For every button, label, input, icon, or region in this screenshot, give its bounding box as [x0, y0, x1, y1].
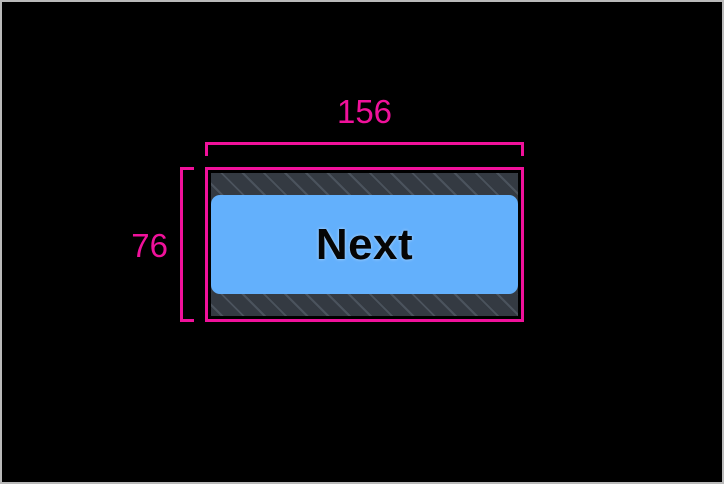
next-button[interactable]: Next — [211, 195, 518, 294]
padding-hatch-bottom — [211, 294, 518, 316]
height-dimension-bracket — [180, 167, 194, 322]
element-inner-stack: Next — [211, 173, 518, 316]
button-row: Next — [211, 195, 518, 294]
width-dimension-label: 156 — [336, 93, 393, 130]
padding-hatch-top — [211, 173, 518, 195]
height-dimension-label: 76 — [131, 227, 168, 264]
element-bounding-box-highlight: Next — [205, 167, 524, 322]
width-dimension-bracket — [205, 142, 524, 156]
